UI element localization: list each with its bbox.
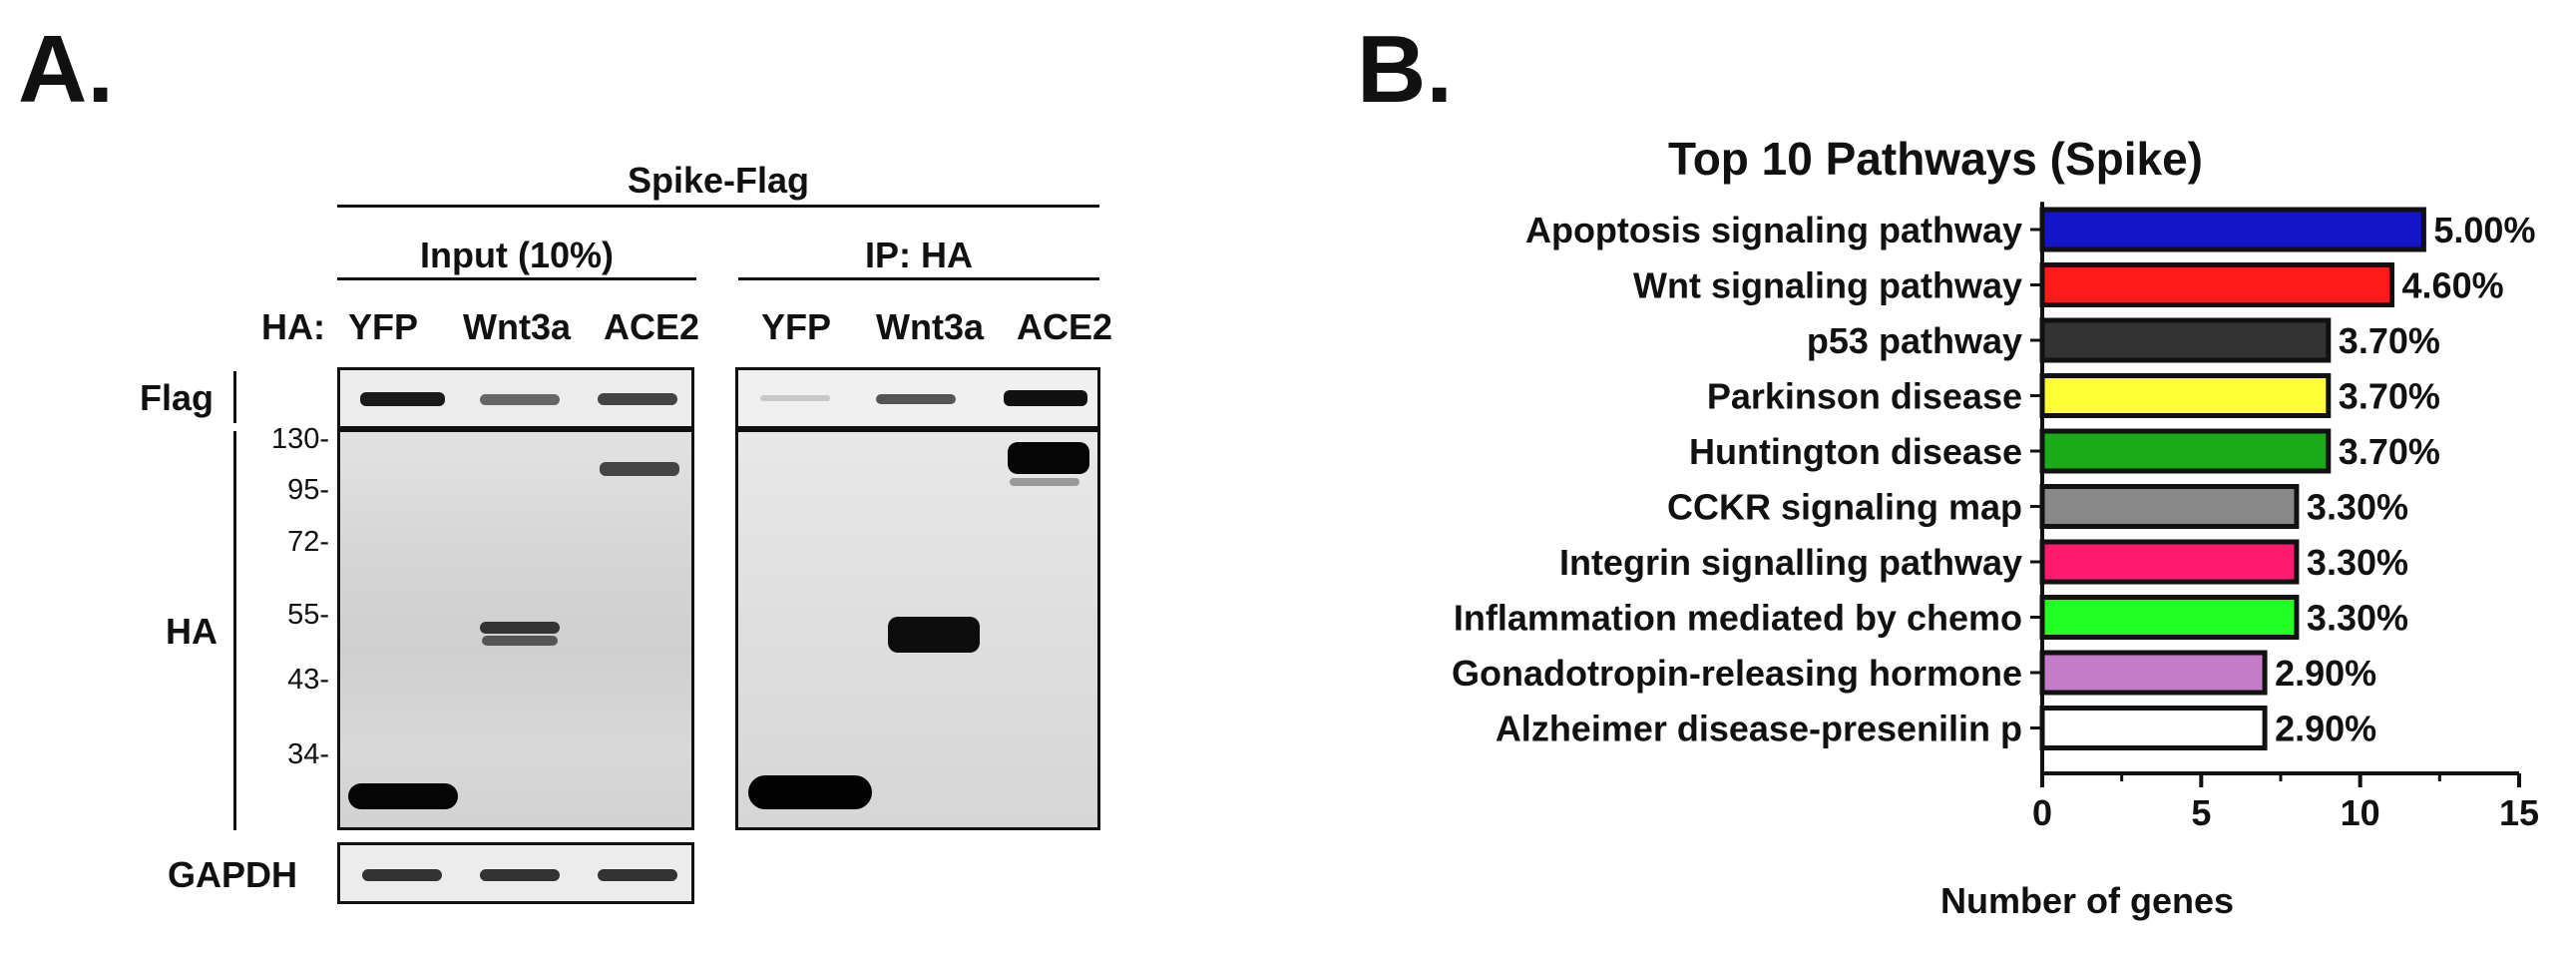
ha-prefix-label: HA: xyxy=(261,306,325,347)
blot-band xyxy=(480,869,560,881)
data-label: 4.60% xyxy=(2402,265,2504,306)
category-label: Apoptosis signaling pathway xyxy=(1525,210,2022,250)
spike-flag-label: Spike-Flag xyxy=(627,160,810,201)
blot-band xyxy=(888,617,980,653)
blot-band xyxy=(360,392,445,406)
bar xyxy=(2039,262,2395,307)
blot-band xyxy=(1010,478,1079,486)
data-label: 3.70% xyxy=(2339,376,2440,417)
data-label: 3.30% xyxy=(2307,487,2408,528)
blot-band xyxy=(598,869,677,881)
data-label: 2.90% xyxy=(2275,653,2376,694)
lane-label: ACE2 xyxy=(603,306,700,347)
input-bracket xyxy=(337,277,696,280)
mw-marker: 130- xyxy=(270,423,329,455)
data-label: 3.30% xyxy=(2307,598,2408,639)
bar xyxy=(2039,650,2268,696)
mw-marker: 95- xyxy=(287,474,329,506)
x-tick-label: 15 xyxy=(2499,792,2539,833)
ha-blot-ip xyxy=(735,429,1100,830)
lane-label: Wnt3a xyxy=(463,306,571,347)
x-tick-label: 10 xyxy=(2341,792,2380,833)
lane-label: YFP xyxy=(347,306,418,347)
bar xyxy=(2039,539,2300,585)
lane-label: ACE2 xyxy=(1016,306,1113,347)
mw-marker: 34- xyxy=(287,738,329,770)
ha-row-marker xyxy=(233,431,236,830)
blot-band xyxy=(876,394,956,404)
bar xyxy=(2039,595,2300,640)
bar xyxy=(2039,706,2268,750)
flag-row-label: Flag xyxy=(140,377,215,418)
data-label: 3.70% xyxy=(2339,431,2440,472)
input-label: Input (10%) xyxy=(420,235,614,275)
pathway-bar-chart: Top 10 Pathways (Spike) Apoptosis signal… xyxy=(1452,133,2539,921)
category-label: Alzheimer disease-presenilin p xyxy=(1496,709,2022,749)
blot-band xyxy=(748,775,872,809)
blot-band xyxy=(1008,442,1089,474)
chart-title: Top 10 Pathways (Spike) xyxy=(1668,133,2203,185)
blot-band xyxy=(600,462,679,476)
bar xyxy=(2039,207,2426,252)
flag-blot-input xyxy=(337,367,694,429)
bar xyxy=(2039,317,2332,363)
blot-band xyxy=(480,622,560,634)
lane-label: YFP xyxy=(760,306,831,347)
category-label: CCKR signaling map xyxy=(1667,487,2022,528)
blot-band xyxy=(1004,390,1087,406)
panel-b-letter: B. xyxy=(1357,16,1453,123)
category-label: Inflammation mediated by chemo xyxy=(1454,598,2022,639)
flag-row-marker xyxy=(233,371,236,423)
flag-blot-ip xyxy=(735,367,1100,429)
category-label: Integrin signalling pathway xyxy=(1559,542,2022,583)
category-label: Wnt signaling pathway xyxy=(1633,265,2022,306)
mw-marker: 43- xyxy=(287,664,329,696)
ip-label: IP: HA xyxy=(865,235,973,275)
blot-band xyxy=(362,869,442,881)
blot-band xyxy=(760,395,830,401)
x-axis-label: Number of genes xyxy=(1940,880,2234,921)
data-label: 5.00% xyxy=(2433,210,2535,250)
category-label: Parkinson disease xyxy=(1707,376,2022,417)
blot-band xyxy=(480,394,560,405)
ip-bracket xyxy=(738,277,1099,280)
gapdh-blot xyxy=(337,842,694,904)
spike-flag-bracket xyxy=(337,205,1099,208)
bar xyxy=(2039,373,2332,418)
data-label: 3.30% xyxy=(2307,542,2408,583)
panel-a-letter: A. xyxy=(18,16,114,123)
blot-band xyxy=(482,636,558,646)
mw-marker: 55- xyxy=(287,599,329,631)
x-tick-label: 0 xyxy=(2032,792,2052,833)
ha-row-label: HA xyxy=(166,611,217,652)
category-label: p53 pathway xyxy=(1807,320,2022,361)
bar xyxy=(2039,484,2300,529)
data-label: 2.90% xyxy=(2275,709,2376,749)
category-label: Huntington disease xyxy=(1689,431,2022,472)
lane-label: Wnt3a xyxy=(876,306,984,347)
blot-band xyxy=(598,393,677,405)
gapdh-row-label: GAPDH xyxy=(168,854,298,895)
x-tick-label: 5 xyxy=(2191,792,2211,833)
ha-blot-input xyxy=(337,429,694,830)
data-label: 3.70% xyxy=(2339,320,2440,361)
category-label: Gonadotropin-releasing hormone xyxy=(1452,653,2022,694)
mw-marker: 72- xyxy=(287,526,329,558)
bar xyxy=(2039,428,2332,474)
blot-band xyxy=(348,783,458,809)
